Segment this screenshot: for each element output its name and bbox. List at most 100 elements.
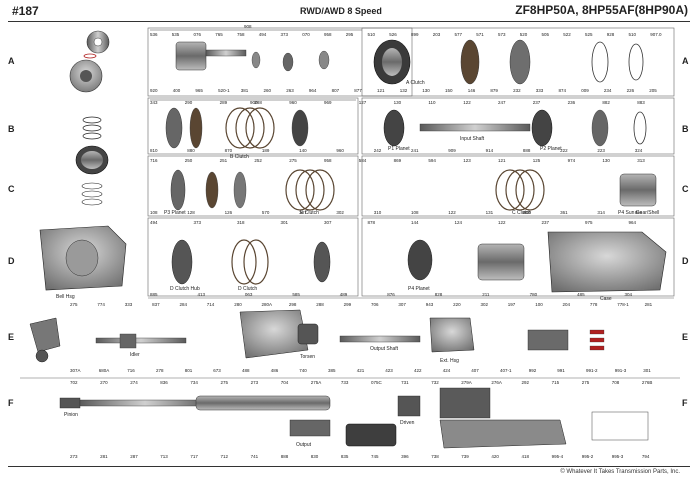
part-number-label: 734 [190,380,198,385]
part-number-label: 577 [455,32,463,37]
sensor-group-box [591,411,649,441]
label-pinion: Pinion [64,412,78,418]
frame-b-right [361,97,675,155]
part-number-label: 396 [401,454,409,459]
part-number-label: 275 [70,302,78,307]
part-number-label: 424 [443,368,451,373]
part-number-label: 301 [643,368,651,373]
part-number-label: 702 [70,380,78,385]
row-letter-a-right: A [682,56,689,66]
part-number-label: 877 [354,88,362,93]
seal-290 [82,116,102,124]
label-p4-planet: P4 Planet [408,286,430,292]
part-number-label: 992 [529,368,537,373]
part-number-label: 226 [627,88,635,93]
part-number-label: 237 [542,220,550,225]
transmission-case [547,231,667,293]
part-number-label: 778 [590,302,598,307]
washer-250 [81,182,103,190]
part-number-label: 234 [604,88,612,93]
frame-a-right [361,27,675,97]
part-number-label: 880 [187,148,195,153]
part-number-label: 292 [522,380,530,385]
part-number-label: 830 [311,454,319,459]
row-letter-e-right: E [682,332,689,342]
row-c-left-drum [75,145,109,206]
part-number-label: 900 [523,210,531,215]
part-number-label: 526 [389,32,397,37]
part-number-label: 874 [559,88,567,93]
part-number-label: 995-4 [552,454,564,459]
part-number-label: 307 [398,302,406,307]
part-number-label: 836 [160,380,168,385]
shaft-899 [205,49,247,57]
part-number-label: 958 [324,32,332,37]
frame-d-right [361,217,675,297]
part-number-label: 232 [513,88,521,93]
c-clutch-plate [505,169,535,211]
part-number-label: 413 [198,292,206,297]
footer-divider [8,466,690,467]
c-clutch-pack [495,169,545,211]
part-number-label: 520 [520,32,528,37]
part-number-label: 837 [152,302,160,307]
part-number-label: 878 [368,220,376,225]
part-number-label: 281 [645,302,653,307]
bell-housing-bore [65,239,99,277]
part-number-label: 974 [568,158,576,163]
part-number-label: 373 [194,220,202,225]
part-number-label: 704 [281,380,289,385]
ring-909 [591,109,609,147]
part-number-label: 298 [289,302,297,307]
part-number-label: 964 [309,88,317,93]
part-number-label: 223 [597,148,605,153]
part-number-label: 991 [557,368,565,373]
part-number-label: 290 [185,100,193,105]
extension-housing [429,317,475,353]
p4-sun-gear-shell [619,173,657,207]
part-number-label: 899 [411,32,419,37]
part-number-label: 964 [629,220,637,225]
part-number-label: 130 [422,88,430,93]
part-number-label: 122 [498,220,506,225]
part-number-label: 883 [637,100,645,105]
ring-885 [313,241,331,283]
part-number-label: 594 [428,158,436,163]
part-number-label: 712 [221,454,229,459]
b-clutch-plate [245,107,275,149]
part-number-label: 307 [299,210,307,215]
part-number-label: 310 [374,210,382,215]
part-number-label: 870 [225,148,233,153]
part-number-label: 189 [262,148,270,153]
part-number-label: 124 [455,220,463,225]
pinion-shaft [79,399,211,407]
copyright-text: © Whatever It Takes Transmission Parts, … [560,469,680,475]
label-e-clutch: E Clutch [300,210,319,216]
part-number-label: 745 [371,454,379,459]
transfer-housing [239,309,309,359]
label-p3-planet: P3 Planet [164,210,186,216]
part-number-label: 288 [254,100,262,105]
part-number-label: 130 [394,100,402,105]
part-number-label: 123 [463,158,471,163]
part-number-label: 510 [368,32,376,37]
part-number-label: 765 [215,32,223,37]
part-number-label: 879 [490,88,498,93]
e-clutch-plate [285,169,315,211]
section-frames [20,27,680,379]
part-number-label: 343 [150,100,158,105]
part-number-label: 407-1 [500,368,512,373]
row-letter-a-left: A [8,56,15,66]
part-number-label: 260 [264,88,272,93]
part-number-label: 361 [560,210,568,215]
label-torsen: Torsen [300,354,315,360]
part-number-label: 907.0 [650,32,662,37]
part-number-label: 220 [453,302,461,307]
part-number-label: 252 [254,158,262,163]
part-number-label: 740 [299,368,307,373]
part-number-label: 279A [461,380,472,385]
part-number-label: 716 [127,368,135,373]
